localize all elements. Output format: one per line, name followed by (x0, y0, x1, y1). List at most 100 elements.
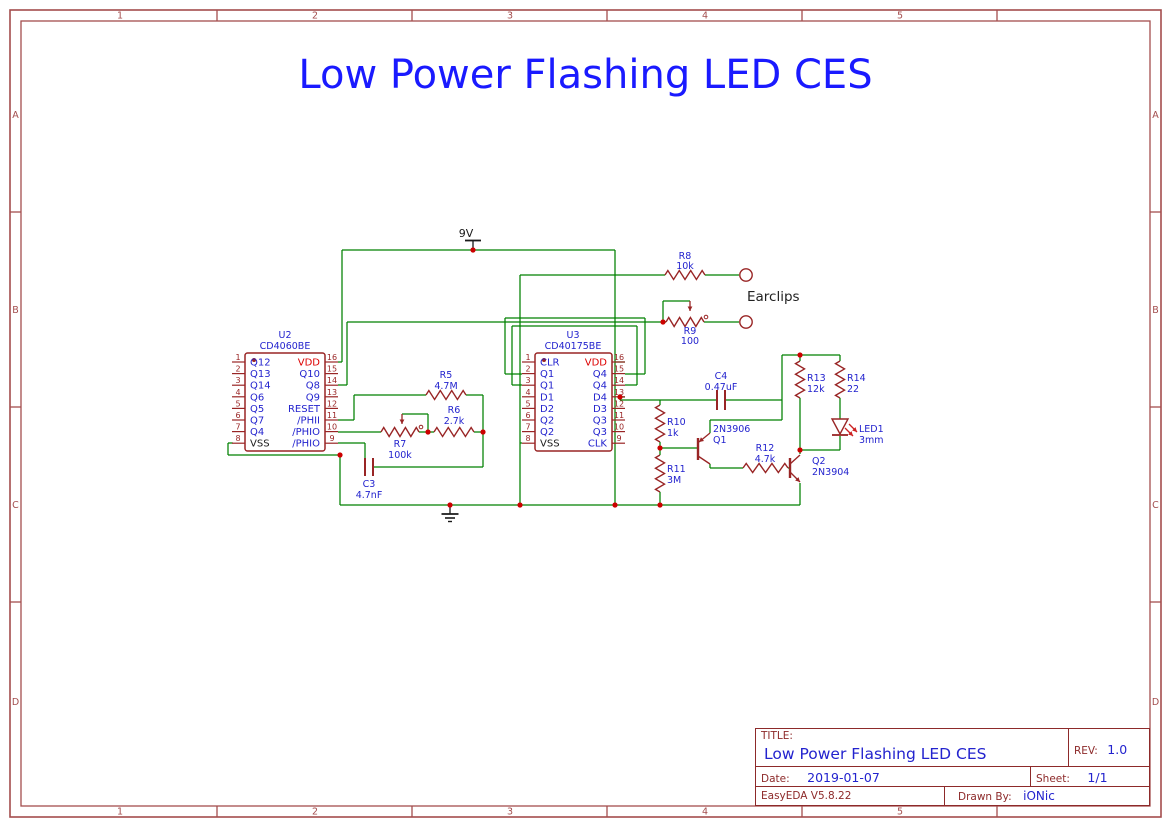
junction-dot (517, 502, 523, 508)
component-value: 100 (681, 336, 699, 347)
component-ref: R10 (667, 417, 686, 428)
pin-label: Q8 (306, 381, 320, 392)
title-block: TITLE: Low Power Flashing LED CES REV: 1… (755, 728, 1150, 806)
trimmer-dot (703, 314, 709, 320)
pin-label: Q14 (250, 381, 271, 392)
pin-label: /PHIO (292, 427, 320, 438)
sheet-label: Sheet: (1036, 773, 1070, 785)
component-ref: C4 (715, 371, 728, 382)
grid-col-label: 5 (897, 11, 903, 22)
drawn-by-label: Drawn By: (958, 791, 1012, 803)
grid-col-label: 1 (117, 11, 123, 22)
pin-label: VSS (540, 439, 560, 450)
grid-row-label: B (1152, 305, 1159, 316)
power-net-label: 9V (459, 227, 474, 240)
pin-label: VDD (298, 358, 321, 369)
component-value: 2N3904 (812, 467, 849, 478)
component-value: 4.7M (434, 381, 457, 392)
grid-row-label: A (12, 110, 19, 121)
component-value: 1k (667, 428, 679, 439)
grid-col-label: 4 (702, 807, 708, 818)
resistor-R6[interactable]: R62.7k (433, 405, 475, 438)
earclip-connector[interactable] (739, 315, 753, 329)
pin-number: 7 (235, 423, 240, 432)
component-ref: LED1 (859, 424, 884, 435)
pin-number: 9 (329, 434, 334, 443)
pin-number: 14 (327, 376, 337, 385)
junction-dot (612, 502, 618, 508)
pin-number: 12 (327, 399, 337, 408)
pin-label: Q4 (593, 369, 607, 380)
component-value: 2.7k (444, 416, 465, 427)
pin-number: 1 (525, 353, 530, 362)
component-value: 3mm (859, 435, 884, 446)
pin-label: Q4 (250, 427, 264, 438)
earclips-label: Earclips (747, 289, 800, 305)
grid-row-label: B (12, 305, 19, 316)
component-value: 100k (388, 450, 412, 461)
pin-number: 6 (525, 411, 530, 420)
pin-number: 9 (616, 434, 621, 443)
component-ref: R5 (440, 370, 453, 381)
pin-label: D3 (593, 404, 607, 415)
rev-value: 1.0 (1107, 742, 1128, 757)
component-value: 4.7k (755, 454, 776, 465)
component-value: 3M (667, 475, 681, 486)
grid-col-label: 4 (702, 11, 708, 22)
pin-number: 3 (525, 376, 530, 385)
component-ref: R8 (679, 251, 692, 262)
pin-number: 2 (525, 365, 530, 374)
component-ref: R7 (394, 439, 407, 450)
earclip-connector[interactable] (739, 268, 753, 282)
pin-label: Q6 (250, 392, 264, 403)
pin-label: Q5 (250, 404, 264, 415)
resistor-R5[interactable]: R54.7M (425, 370, 467, 401)
pin-number: 3 (235, 376, 240, 385)
junction-dot (480, 429, 486, 435)
ic-name: CD40175BE (545, 341, 602, 352)
grid-col-label: 3 (507, 807, 513, 818)
pin1-orientation-dot (542, 358, 546, 362)
junction-dot (797, 447, 803, 453)
pin-label: VSS (250, 439, 270, 450)
pin-label: Q1 (540, 369, 554, 380)
pin-label: Q2 (540, 416, 554, 427)
pin-number: 4 (235, 388, 240, 397)
capacitor-C3[interactable]: C34.7nF (356, 458, 383, 501)
pin-number: 5 (235, 399, 240, 408)
pin-label: Q9 (306, 392, 320, 403)
capacitor-C4[interactable]: C40.47uF (705, 371, 738, 410)
ic-ref: U3 (567, 330, 580, 341)
pin-label: Q13 (250, 369, 271, 380)
sheet-value: 1/1 (1087, 770, 1108, 785)
title-block-title-cell: TITLE: Low Power Flashing LED CES (756, 729, 1069, 766)
pin-label: Q4 (593, 381, 607, 392)
pin-number: 4 (525, 388, 530, 397)
pin-label: /PHII (297, 416, 320, 427)
pin-label: /PHIO (292, 439, 320, 450)
pin-label: D2 (540, 404, 554, 415)
pin-number: 11 (327, 411, 337, 420)
grid-col-label: 1 (117, 807, 123, 818)
junction-dots (337, 247, 803, 508)
date-value: 2019-01-07 (807, 770, 880, 785)
component-ref: C3 (363, 479, 376, 490)
title-label: TITLE: (761, 730, 793, 742)
grid-col-label: 5 (897, 807, 903, 818)
pin-label: CLK (588, 439, 608, 450)
grid-col-label: 2 (312, 807, 318, 818)
